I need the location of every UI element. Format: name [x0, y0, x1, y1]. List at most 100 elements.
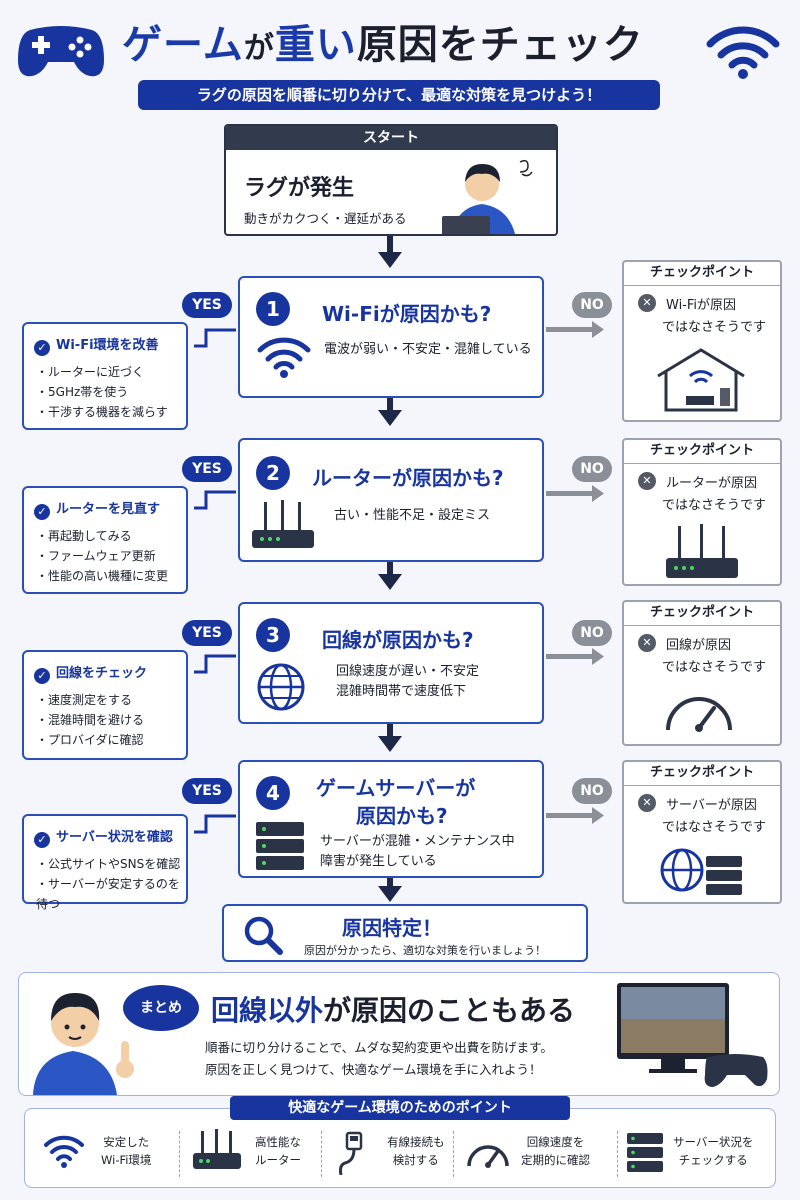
tip-item: 有線接続も検討する: [335, 1129, 465, 1181]
yes-box-title: ✓回線をチェック: [34, 662, 147, 684]
yes-badge: YES: [182, 620, 232, 646]
yes-box-title: ✓サーバー状況を確認: [34, 826, 173, 848]
checkpoint-box-3: チェックポイント ✕ 回線が原因 ではなさそうです: [622, 600, 782, 746]
no-badge: NO: [572, 778, 612, 804]
list-item: ルーターに近づく: [36, 362, 168, 382]
divider: [617, 1131, 618, 1177]
divider: [453, 1131, 454, 1177]
step-question: ルーターが原因かも?: [312, 466, 504, 490]
checkpoint-line2: ではなさそうです: [662, 498, 767, 513]
checkpoint-box-2: チェックポイント ✕ ルーターが原因 ではなさそうです: [622, 438, 782, 586]
yes-box-title: ✓Wi-Fi環境を改善: [34, 334, 159, 356]
summary-line1: 順番に切り分けることで、ムダな契約変更や出費を防げます。: [205, 1040, 553, 1055]
router-icon: [191, 1129, 243, 1171]
tip-label: 高性能なルーター: [255, 1135, 301, 1167]
checkpoint-title: チェックポイント: [624, 762, 780, 786]
yes-box-2: ✓ルーターを見直す 再起動してみる ファームウェア更新 性能の高い機種に変更: [22, 486, 188, 594]
wifi-icon: [706, 22, 780, 80]
yes-badge: YES: [182, 456, 232, 482]
search-icon: [242, 914, 284, 956]
step-1-box: 1 Wi-Fiが原因かも? 電波が弱い・不安定・混雑している: [238, 276, 544, 398]
list-item: 速度測定をする: [36, 690, 144, 710]
tip-label: 有線接続も検討する: [387, 1135, 445, 1167]
yes-box-3: ✓回線をチェック 速度測定をする 混雑時間を避ける プロバイダに確認: [22, 650, 188, 760]
checkpoint-line1: ルーターが原因: [666, 476, 758, 491]
start-heading: ラグが発生: [244, 176, 355, 201]
subtitle-banner: ラグの原因を順番に切り分けて、最適な対策を見つけよう！: [138, 80, 660, 110]
step-desc: 障害が発生している: [320, 854, 437, 869]
tips-title: 快適なゲーム環境のためのポイント: [230, 1096, 570, 1120]
x-icon: ✕: [638, 634, 656, 652]
yes-badge: YES: [182, 292, 232, 318]
check-icon: ✓: [34, 832, 50, 848]
no-badge: NO: [572, 620, 612, 646]
server-icon: [254, 820, 306, 872]
summary-heading: 回線以外が原因のこともある: [211, 994, 576, 1027]
no-badge: NO: [572, 456, 612, 482]
checkpoint-title: チェックポイント: [624, 440, 780, 464]
tip-item: 回線速度を定期的に確認: [465, 1129, 615, 1181]
list-item: プロバイダに確認: [36, 730, 144, 750]
list-item: 干渉する機器を減らす: [36, 402, 168, 422]
checkpoint-line2: ではなさそうです: [662, 320, 767, 335]
checkpoint-line2: ではなさそうです: [662, 660, 767, 675]
result-heading: 原因特定！: [342, 916, 442, 940]
step-question-line2: 原因かも?: [356, 804, 448, 828]
list-item: 5GHz帯を使う: [36, 382, 168, 402]
yes-badge: YES: [182, 778, 232, 804]
step-desc: 回線速度が遅い・不安定: [336, 664, 480, 679]
start-box: スタート ラグが発生 動きがカクつく・遅延がある: [224, 124, 558, 236]
x-icon: ✕: [638, 294, 656, 312]
list-item: ファームウェア更新: [36, 546, 168, 566]
tip-item: サーバー状況をチェックする: [625, 1129, 775, 1181]
checkpoint-title: チェックポイント: [624, 262, 780, 286]
list-item: 公式サイトやSNSを確認: [36, 854, 186, 874]
x-icon: ✕: [638, 794, 656, 812]
checkpoint-line1: Wi-Fiが原因: [666, 298, 737, 313]
checkpoint-box-1: チェックポイント ✕ Wi-Fiが原因 ではなさそうです: [622, 260, 782, 422]
speedometer-icon: [662, 684, 736, 734]
step-number: 4: [256, 776, 290, 810]
monitor-game-illustration: [611, 979, 771, 1091]
summary-body: 順番に切り分けることで、ムダな契約変更や出費を防げます。 原因を正しく見つけて、…: [205, 1037, 553, 1081]
pointing-person-illustration: [25, 979, 135, 1095]
list-item: 再起動してみる: [36, 526, 168, 546]
no-badge: NO: [572, 292, 612, 318]
step-desc: 混雑時間帯で速度低下: [336, 684, 467, 699]
step-number: 2: [256, 456, 290, 490]
house-wifi-icon: [654, 346, 748, 412]
globe-server-icon: [660, 846, 744, 898]
yes-box-4: ✓サーバー状況を確認 公式サイトやSNSを確認 サーバーが安定するのを待つ: [22, 814, 188, 911]
wifi-icon: [256, 334, 312, 380]
router-icon: [664, 522, 740, 580]
x-icon: ✕: [638, 472, 656, 490]
check-icon: ✓: [34, 668, 50, 684]
divider: [321, 1131, 322, 1177]
checkpoint-line1: 回線が原因: [666, 638, 732, 653]
yes-box-1: ✓Wi-Fi環境を改善 ルーターに近づく 5GHz帯を使う 干渉する機器を減らす: [22, 322, 188, 430]
step-desc: 古い・性能不足・設定ミス: [334, 508, 491, 523]
checkpoint-line2: ではなさそうです: [662, 820, 767, 835]
step-desc: 電波が弱い・不安定・混雑している: [324, 342, 532, 357]
divider: [179, 1131, 180, 1177]
tip-label: サーバー状況をチェックする: [673, 1135, 754, 1167]
summary-box: まとめ 回線以外が原因のこともある 順番に切り分けることで、ムダな契約変更や出費…: [18, 972, 780, 1096]
wifi-icon: [43, 1133, 85, 1169]
summary-badge: まとめ: [123, 985, 199, 1031]
checkpoint-box-4: チェックポイント ✕ サーバーが原因 ではなさそうです: [622, 760, 782, 904]
server-icon: [625, 1131, 665, 1173]
tip-item: 高性能なルーター: [191, 1129, 331, 1181]
start-sub: 動きがカクつく・遅延がある: [244, 211, 407, 226]
result-box: 原因特定！ 原因が分かったら、適切な対策を行いましょう！: [222, 904, 588, 962]
gamepad-icon: [16, 20, 106, 82]
checkpoint-line1: サーバーが原因: [666, 798, 757, 813]
step-desc: サーバーが混雑・メンテナンス中: [320, 834, 515, 849]
step-number: 1: [256, 292, 290, 326]
speedometer-icon: [465, 1135, 511, 1169]
list-item: 性能の高い機種に変更: [36, 566, 168, 586]
checkpoint-title: チェックポイント: [624, 602, 780, 626]
stressed-person-illustration: [432, 154, 552, 234]
